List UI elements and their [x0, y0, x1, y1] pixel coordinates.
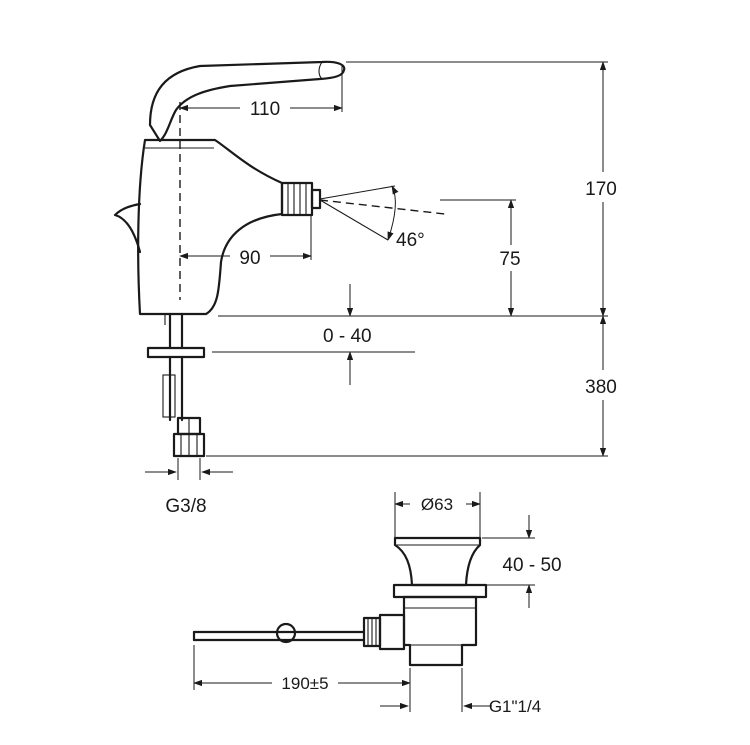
fixing-assembly [146, 312, 206, 422]
dim-tap-height: 170 [585, 179, 617, 200]
waste-body [402, 595, 478, 667]
dim-outlet-height: 75 [499, 249, 520, 270]
hose-connector [172, 416, 206, 458]
tap-dimensions [145, 61, 627, 480]
back-lever-tab [113, 202, 142, 254]
lever-handle [148, 60, 346, 143]
dim-outlet-angle: 46° [396, 230, 425, 251]
rod-ball [275, 622, 297, 644]
dim-waste-stroke: 40 - 50 [502, 555, 561, 576]
dim-rod-length: 190±5 [281, 674, 328, 693]
outlet-nozzle [280, 181, 322, 217]
dim-waste-diameter: Ø63 [421, 495, 453, 514]
dim-waste-thread: G1"1/4 [489, 697, 541, 716]
dim-connection-thread: G3/8 [165, 496, 206, 517]
popup-waste-assembly [192, 536, 488, 667]
dim-spout-reach: 110 [250, 99, 280, 120]
bidet-tap-side-view [113, 60, 446, 458]
dim-outlet-reach: 90 [239, 248, 260, 269]
dim-below-deck-length: 380 [585, 377, 617, 398]
waste-dimensions [193, 492, 535, 712]
tap-body [137, 138, 284, 316]
dim-deck-thickness: 0 - 40 [323, 326, 372, 347]
